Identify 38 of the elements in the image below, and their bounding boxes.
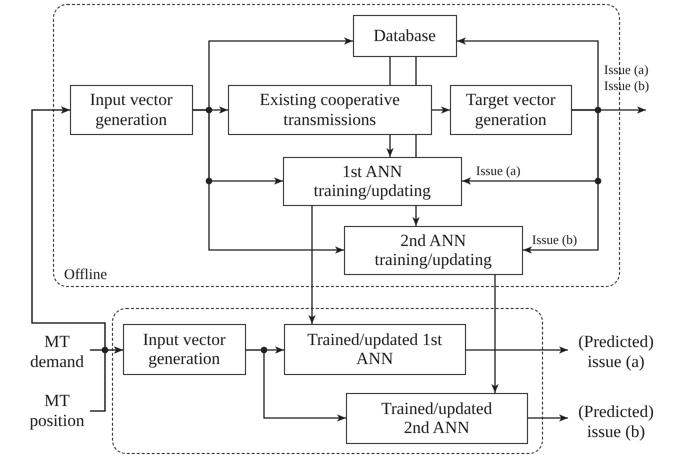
panel-label: Offline bbox=[64, 267, 108, 284]
signal-label: MT position bbox=[24, 390, 90, 432]
arrow bbox=[31, 106, 106, 412]
box-label: Trained/updated 1st ANN bbox=[306, 330, 444, 369]
edge-label: Issue (a) Issue (b) bbox=[604, 62, 650, 94]
signal-label: (Predicted) issue (b) bbox=[568, 402, 664, 442]
process-box bbox=[346, 392, 528, 444]
arrow bbox=[412, 206, 420, 226]
box-label: Input vector generation bbox=[142, 330, 226, 369]
arrow bbox=[466, 346, 568, 354]
box-label: Existing cooperative transmissions bbox=[258, 90, 401, 130]
edge-label: Issue (a) bbox=[476, 163, 522, 179]
arrow bbox=[528, 414, 568, 422]
arrow bbox=[308, 206, 316, 324]
process-box bbox=[352, 14, 457, 57]
arrow bbox=[193, 109, 344, 254]
signal-label: (Predicted) issue (a) bbox=[568, 332, 664, 372]
box-label: Trained/updated 2nd ANN bbox=[380, 398, 494, 438]
box-label: Database bbox=[372, 26, 437, 46]
arrow bbox=[386, 135, 394, 157]
process-box bbox=[122, 324, 246, 375]
box-label: Target vector generation bbox=[464, 90, 556, 130]
signal-label: MT demand bbox=[24, 332, 90, 372]
process-box bbox=[450, 84, 572, 135]
process-box bbox=[344, 226, 523, 275]
arrow bbox=[432, 106, 450, 114]
process-box bbox=[70, 84, 193, 135]
edge-label: Issue (b) bbox=[532, 232, 578, 248]
process-box bbox=[284, 324, 466, 375]
process-box bbox=[228, 84, 432, 135]
arrow bbox=[491, 275, 499, 393]
box-label: 1st ANN training/updating bbox=[312, 162, 432, 201]
dashed-panel bbox=[112, 308, 543, 454]
box-label: Input vector generation bbox=[88, 90, 174, 130]
box-label: 2nd ANN training/updating bbox=[374, 230, 493, 270]
arrow bbox=[523, 109, 599, 254]
process-box bbox=[282, 156, 462, 206]
arrow bbox=[246, 349, 346, 422]
